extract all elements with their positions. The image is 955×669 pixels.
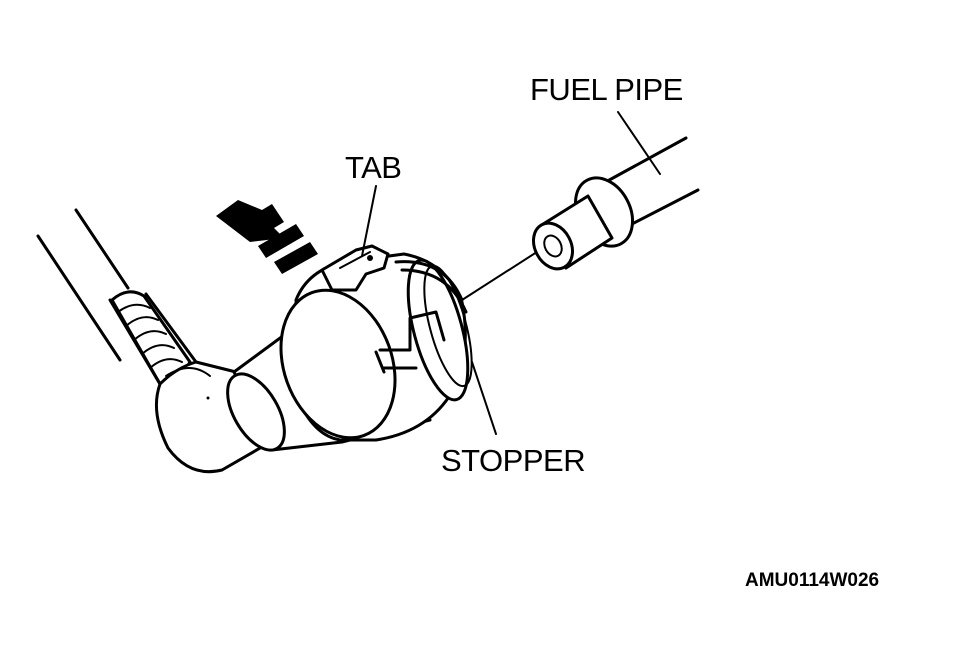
fuel-pipe-leader bbox=[617, 111, 661, 175]
fuel-hose bbox=[36, 208, 198, 386]
quick-connector-body bbox=[226, 252, 473, 452]
fuel-pipe-label: FUEL PIPE bbox=[530, 72, 683, 107]
figure-code-label: AMU0114W026 bbox=[745, 570, 880, 591]
fuel-pipe-part bbox=[532, 136, 700, 271]
insertion-line bbox=[461, 249, 541, 301]
stopper-label: STOPPER bbox=[441, 443, 586, 478]
direction-arrow bbox=[216, 200, 318, 274]
tab-label: TAB bbox=[345, 150, 402, 185]
tab-leader bbox=[361, 185, 377, 257]
stopper-leader bbox=[471, 361, 497, 435]
tab-part bbox=[320, 244, 390, 292]
